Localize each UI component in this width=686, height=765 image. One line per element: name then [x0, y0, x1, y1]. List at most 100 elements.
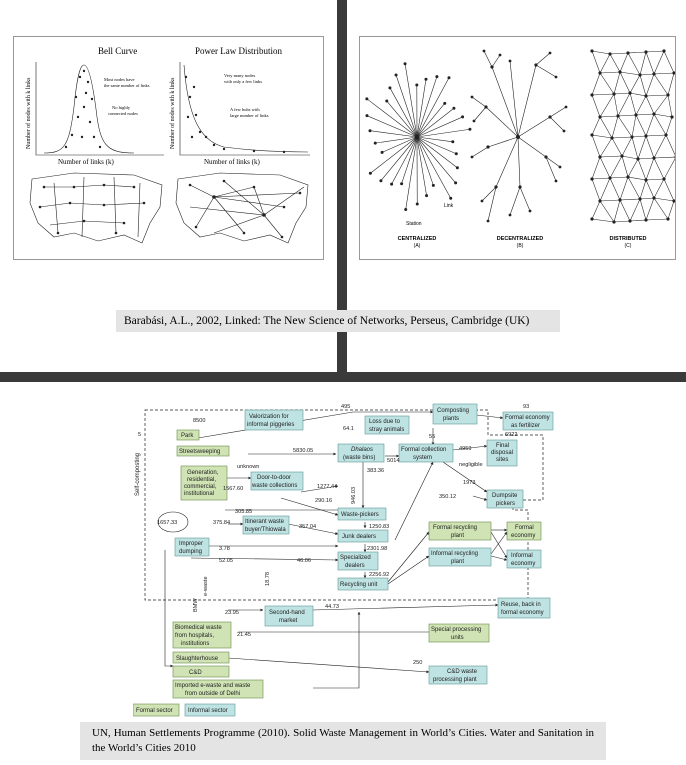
svg-text:383.36: 383.36	[367, 468, 384, 474]
svg-text:Final: Final	[496, 443, 509, 449]
svg-text:Informal sector: Informal sector	[188, 708, 228, 714]
svg-text:negligible: negligible	[459, 462, 483, 468]
svg-text:institutions: institutions	[181, 641, 209, 647]
svg-text:units: units	[451, 635, 464, 641]
box-valorization: Valorization for informal piggeries	[244, 409, 304, 431]
svg-text:Dhalaos: Dhalaos	[351, 447, 373, 453]
distribution-figure: Bell Curve Power Law Distribution Number…	[25, 46, 310, 244]
svg-text:290.16: 290.16	[315, 498, 332, 504]
svg-text:18.78: 18.78	[265, 572, 271, 586]
svg-text:Biomedical waste: Biomedical waste	[175, 625, 222, 631]
svg-text:946.03: 946.03	[351, 487, 357, 504]
box-biomedical: Biomedical waste from hospitals, instituti…	[172, 621, 232, 649]
svg-text:1973: 1973	[463, 480, 475, 486]
note-many-1: Very many nodes	[224, 73, 255, 78]
caption-distributed-letter: (C)	[625, 243, 632, 249]
svg-text:1277.44: 1277.44	[317, 484, 337, 490]
svg-text:economy: economy	[511, 561, 535, 567]
svg-text:processing plant: processing plant	[433, 677, 477, 683]
svg-text:495: 495	[341, 404, 350, 410]
svg-text:informal piggeries: informal piggeries	[247, 422, 294, 428]
svg-text:2301.98: 2301.98	[367, 546, 387, 552]
svg-text:plant: plant	[451, 533, 464, 539]
svg-text:Slaughterhouse: Slaughterhouse	[176, 656, 219, 662]
svg-text:Imported e-waste and waste: Imported e-waste and waste	[175, 683, 251, 689]
svg-text:Formal recycling: Formal recycling	[433, 525, 477, 531]
box-streetsweeping: Streetsweeping	[176, 445, 230, 457]
svg-text:250: 250	[413, 660, 422, 666]
svg-text:8500: 8500	[193, 418, 205, 424]
network-topology-panel: Link Station CENTRALIZED (A) DECENTRALIZ…	[359, 36, 678, 260]
bell-axes	[35, 62, 164, 156]
citation-top: Barabási, A.L., 2002, Linked: The New Sc…	[116, 310, 560, 332]
box-park: Park	[176, 429, 200, 441]
svg-text:commercial,: commercial,	[184, 484, 217, 490]
us-map-scalefree	[175, 172, 309, 244]
svg-text:Generation,: Generation,	[187, 470, 219, 476]
svg-text:5830.05: 5830.05	[293, 448, 313, 454]
svg-text:economy: economy	[511, 533, 535, 539]
bell-dots	[64, 69, 102, 149]
centralized-network	[365, 62, 472, 211]
svg-text:23.95: 23.95	[225, 610, 239, 616]
distributed-network	[590, 49, 678, 224]
svg-text:from hospitals,: from hospitals,	[175, 633, 214, 639]
legend-formal: Formal sector	[132, 703, 180, 717]
svg-text:e-waste: e-waste	[203, 576, 209, 596]
svg-text:Waste-pickers: Waste-pickers	[341, 512, 379, 518]
bell-xlabel: Number of links (k)	[58, 158, 114, 166]
svg-text:Informal recycling: Informal recycling	[431, 551, 478, 557]
svg-text:plant: plant	[451, 559, 464, 565]
svg-text:55: 55	[429, 434, 435, 440]
caption-distributed: DISTRIBUTED	[610, 236, 647, 242]
svg-text:52.05: 52.05	[219, 558, 233, 564]
horizontal-divider	[0, 372, 686, 382]
note-nohighly-1: No highly	[112, 105, 131, 110]
svg-text:dumping: dumping	[179, 549, 202, 555]
note-most-1: Most nodes have	[104, 77, 135, 82]
delhi-boundary	[144, 409, 544, 601]
box-reuse: Reuse, back in formal economy	[497, 597, 551, 619]
link-label: Link	[444, 203, 454, 209]
svg-text:44.73: 44.73	[325, 604, 339, 610]
svg-text:350.12: 350.12	[439, 494, 456, 500]
svg-text:3.78: 3.78	[219, 546, 230, 552]
power-law-title: Power Law Distribution	[195, 46, 282, 56]
vertical-divider	[337, 0, 347, 372]
svg-text:Valorization for: Valorization for	[249, 414, 289, 420]
svg-text:1250.83: 1250.83	[369, 524, 389, 530]
svg-text:C&D: C&D	[189, 670, 202, 676]
power-xlabel: Number of links (k)	[204, 158, 260, 166]
improper-dumping-ellipse	[157, 511, 189, 533]
svg-text:residential,: residential,	[187, 477, 216, 483]
bell-curve-title: Bell Curve	[98, 46, 137, 56]
side-number: 5	[138, 432, 141, 438]
waste-flow-svg: Self-composting 5	[132, 403, 554, 717]
svg-text:plants: plants	[443, 416, 459, 422]
svg-text:Specialized: Specialized	[340, 555, 371, 561]
svg-text:6922: 6922	[505, 432, 517, 438]
svg-text:Park: Park	[181, 433, 194, 439]
box-recycling-unit: Recycling unit	[337, 577, 389, 591]
svg-text:formal economy: formal economy	[501, 610, 544, 616]
svg-text:305.85: 305.85	[235, 509, 252, 515]
svg-text:1657.33: 1657.33	[157, 520, 177, 526]
box-waste-pickers: Waste-pickers	[337, 507, 387, 521]
svg-text:4959: 4959	[459, 446, 471, 452]
svg-text:Reuse, back in: Reuse, back in	[501, 602, 541, 608]
power-dots	[184, 75, 286, 154]
power-ylabel: Number of nodes with k links	[169, 77, 176, 149]
note-hubs-1: A few hubs with	[230, 107, 260, 112]
svg-text:from outside of Delhi: from outside of Delhi	[185, 691, 240, 697]
caption-decentralized-letter: (B)	[517, 243, 524, 249]
note-most-2: the same number of links	[104, 83, 150, 88]
svg-text:disposal: disposal	[491, 450, 513, 456]
